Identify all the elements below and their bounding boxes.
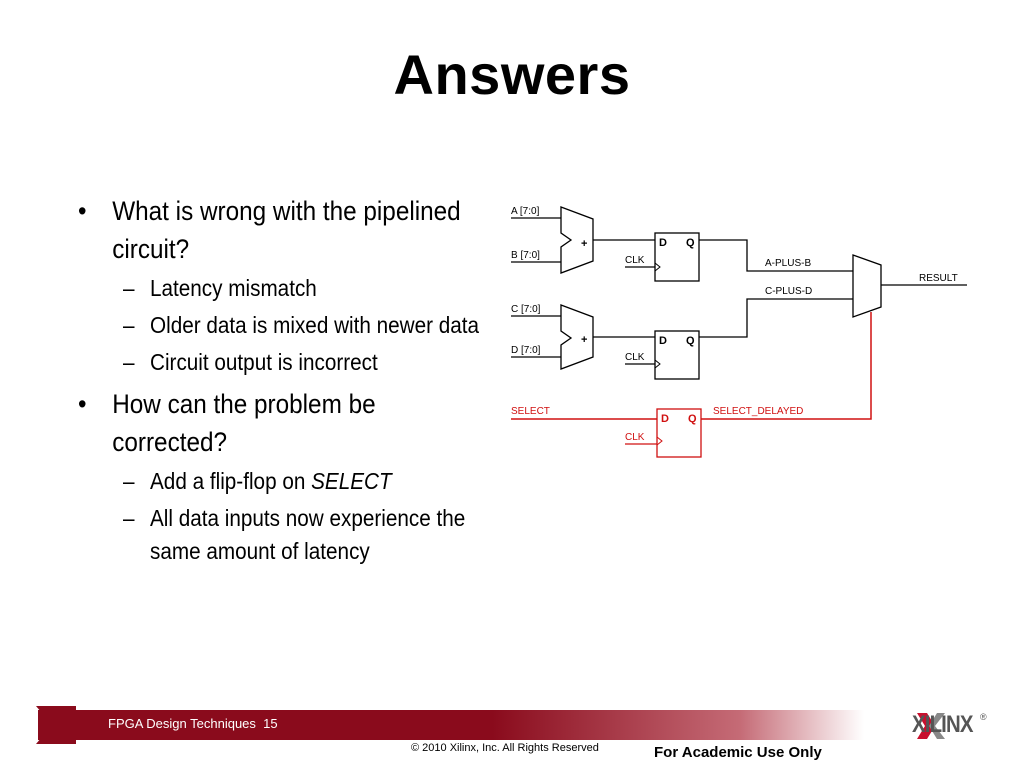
ff-q-label: Q: [686, 237, 695, 249]
wire: [699, 298, 853, 338]
ff-q-label: Q: [688, 413, 697, 425]
adder-plus: +: [581, 238, 587, 250]
ff-q-label: Q: [686, 335, 695, 347]
adder-ab: [560, 206, 594, 274]
ff-clk-label: CLK: [625, 432, 645, 443]
slide-title: Answers: [393, 43, 631, 106]
ff-clk-label: CLK: [625, 352, 645, 363]
bullet-text: What is wrong with the pipelined circuit…: [112, 196, 461, 264]
xilinx-logo-icon: [917, 713, 945, 739]
input-label-b: B [7:0]: [511, 250, 540, 261]
copyright-text: © 2010 Xilinx, Inc. All Rights Reserved: [411, 742, 599, 754]
bullet-item: How can the problem be corrected? Add a …: [78, 385, 490, 568]
signal-c-plus-d: C-PLUS-D: [765, 286, 812, 297]
bullet-list: What is wrong with the pipelined circuit…: [78, 192, 479, 574]
logo-wordmark: XILINX: [912, 711, 973, 738]
footer-bar: [38, 710, 864, 740]
sub-bullet-list: Latency mismatch Older data is mixed wit…: [112, 272, 490, 379]
signal-select: SELECT: [511, 406, 550, 417]
clock-marker: [656, 436, 663, 446]
footer-course: FPGA Design Techniques 15: [108, 716, 278, 731]
adder-plus: +: [581, 334, 587, 346]
academic-notice: For Academic Use Only: [654, 744, 822, 761]
wire-select: [701, 312, 872, 420]
select-emphasis: SELECT: [311, 468, 392, 494]
sub-bullet-text: Add a flip-flop on: [150, 468, 306, 494]
wire: [699, 239, 853, 272]
sub-bullet-item: Circuit output is incorrect: [112, 346, 490, 379]
signal-select-delayed: SELECT_DELAYED: [713, 406, 803, 417]
input-label-c: C [7:0]: [511, 304, 541, 315]
bullet-text: How can the problem be corrected?: [112, 389, 376, 457]
ff-d-label: D: [659, 237, 667, 249]
input-label-d: D [7:0]: [511, 345, 541, 356]
logo-registered: ®: [980, 712, 987, 722]
clock-marker: [654, 359, 661, 369]
ff-clk-label: CLK: [625, 255, 645, 266]
flip-flop-select: [656, 408, 702, 458]
adder-cd: [560, 304, 594, 370]
sub-bullet-item: Add a flip-flop on SELECT: [112, 465, 490, 498]
sub-bullet-item: All data inputs now experience the same …: [112, 502, 490, 568]
bullet-item: What is wrong with the pipelined circuit…: [78, 192, 490, 379]
flip-flop-cd: [654, 330, 700, 380]
flip-flop-ab: [654, 232, 700, 282]
ff-d-label: D: [661, 413, 669, 425]
input-label-a: A [7:0]: [511, 206, 540, 217]
course-name: FPGA Design Techniques: [108, 716, 256, 731]
ff-d-label: D: [659, 335, 667, 347]
pipeline-circuit-diagram: A [7:0] B [7:0] + D Q CLK A-PLUS-B C [7:…: [511, 206, 967, 458]
multiplexer: [852, 254, 882, 318]
signal-result: RESULT: [919, 273, 958, 284]
sub-bullet-item: Older data is mixed with newer data: [112, 309, 490, 342]
signal-a-plus-b: A-PLUS-B: [765, 258, 811, 269]
page-number: 15: [263, 716, 278, 731]
sub-bullet-item: Latency mismatch: [112, 272, 490, 305]
clock-marker: [654, 262, 661, 272]
sub-bullet-list: Add a flip-flop on SELECT All data input…: [112, 465, 490, 568]
